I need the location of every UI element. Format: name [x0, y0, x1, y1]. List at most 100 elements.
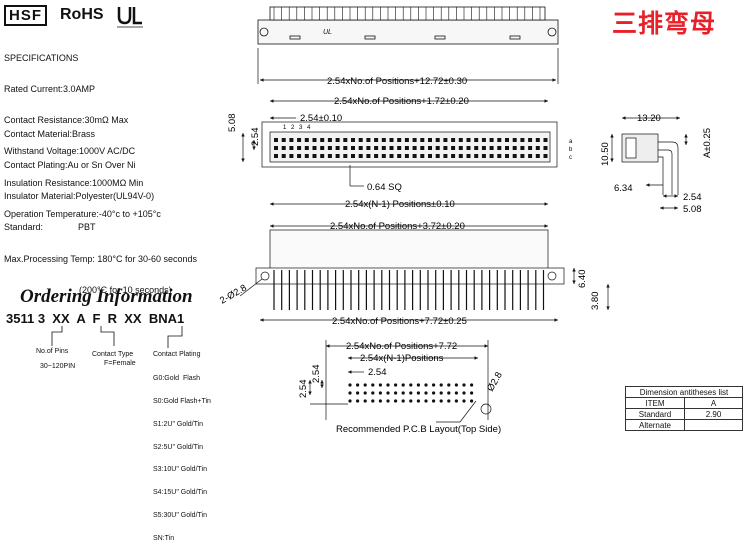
dim-bottom-height: 6.40	[577, 270, 588, 289]
pin-dot	[481, 154, 486, 158]
pcb-hole	[439, 383, 443, 387]
hsf-logo: HSF	[4, 5, 47, 26]
spec-line: (200°C for 10 seconds)	[4, 284, 172, 295]
pin-dot	[320, 138, 325, 142]
pin-number: 4	[307, 125, 311, 131]
dim-side-a: A±0.25	[702, 128, 713, 158]
plating-option: S4:15U" Gold/Tin	[153, 489, 207, 497]
pcb-hole	[409, 383, 413, 387]
pin-dot	[297, 146, 302, 150]
pin-dot	[281, 138, 286, 142]
pin-dot	[343, 146, 348, 150]
pin-dot	[412, 138, 417, 142]
spec-line: Insulation Resistance:1000MΩ Min	[4, 177, 144, 188]
pin-dot	[535, 146, 540, 150]
pin-dot	[351, 154, 355, 158]
pin-dot	[435, 154, 440, 158]
pin-dot	[458, 146, 463, 150]
pcb-hole	[386, 391, 390, 395]
pin-grid	[261, 121, 558, 168]
pin-dot	[304, 146, 309, 150]
pin-dot	[489, 146, 494, 150]
pin-dot	[543, 154, 548, 158]
table-cell: ITEM	[625, 397, 685, 409]
pin-dot	[289, 146, 294, 150]
pin-dot	[512, 138, 517, 142]
plating-option: S5:30U" Gold/Tin	[153, 511, 207, 519]
pin-dot	[274, 138, 278, 142]
pcb-hole	[378, 399, 382, 403]
pin-number: 3	[299, 125, 303, 131]
pin-dot	[435, 138, 440, 142]
pin-dot	[420, 138, 425, 142]
spec-line: Standard: PBT	[4, 222, 96, 233]
pcb-hole	[447, 391, 451, 395]
pcb-hole	[462, 383, 466, 387]
pin-dot	[335, 146, 340, 150]
pcb-hole	[386, 399, 390, 403]
pin-dot	[435, 146, 440, 150]
spec-line: Operation Temperature:-40°c to +105°c	[4, 208, 161, 219]
pcb-hole	[447, 399, 451, 403]
pin-dot	[451, 138, 456, 142]
pin-dot	[366, 138, 371, 142]
pcb-hole	[454, 383, 458, 387]
pcb-hole	[454, 399, 458, 403]
pin-dot	[389, 154, 394, 158]
svg-text:UL: UL	[323, 29, 332, 36]
pcb-dim-pitch: 2.54	[368, 367, 387, 378]
pins-label: No.of Pins	[36, 348, 69, 355]
pcb-hole	[470, 391, 474, 395]
pin-dot	[389, 146, 394, 150]
pin-dot	[281, 146, 286, 150]
pcb-hole	[454, 391, 458, 395]
pin-dot	[335, 138, 340, 142]
pin-dot	[297, 138, 302, 142]
dim-side-span: 5.08	[683, 204, 702, 215]
pin-dot	[320, 146, 325, 150]
pcb-hole	[424, 399, 428, 403]
pin-dot	[474, 138, 479, 142]
pin-dot	[351, 138, 355, 142]
pin-dot	[327, 138, 332, 142]
pcb-hole	[447, 383, 451, 387]
pcb-hole	[371, 391, 375, 395]
part-number-code: 3511 3 XX A F R XX BNA1	[6, 311, 185, 326]
table-cell: 2.90	[684, 408, 743, 420]
pcb-hole	[470, 399, 474, 403]
pin-dot	[520, 146, 525, 150]
pin-dot	[466, 154, 471, 158]
pin-dot	[304, 138, 309, 142]
dim-bottom-width: 2.54xNo.of Positions+3.72±0.20	[330, 221, 465, 232]
dim-pin-span: 2.54x(N-1) Positions±0.10	[345, 199, 455, 210]
pin-dot	[428, 138, 432, 142]
pin-dot	[358, 146, 363, 150]
pin-dot	[289, 154, 294, 158]
plating-option: G0:Gold Flash	[153, 375, 201, 383]
pcb-dim-v2: 2.54	[311, 365, 322, 384]
plating-label: Contact Plating	[153, 351, 201, 358]
technical-drawing: UL 2.54xNo.of Positions+12.72±0.30 2.54x…	[218, 6, 713, 435]
pin-dot	[420, 154, 425, 158]
pin-dot	[412, 146, 417, 150]
pin-dot	[443, 154, 448, 158]
pcb-hole	[371, 383, 375, 387]
spec-line: Contact Material:Brass	[4, 128, 96, 139]
pcb-hole	[432, 383, 436, 387]
pin-dot	[474, 146, 479, 150]
spec-block: SPECIFICATIONS Rated Current:3.0AMP Cont…	[4, 32, 161, 230]
pin-dot	[289, 138, 294, 142]
pin-dot	[528, 154, 533, 158]
plating-option: S3:10U" Gold/Tin	[153, 466, 207, 474]
pin-dot	[520, 154, 525, 158]
pin-dot	[397, 154, 402, 158]
pcb-hole	[462, 391, 466, 395]
pin-dot	[389, 138, 394, 142]
pin-dot	[351, 146, 355, 150]
bottom-pins	[273, 270, 545, 310]
pin-dot	[520, 138, 525, 142]
spec-heading: SPECIFICATIONS	[4, 52, 79, 63]
pin-dot	[505, 146, 509, 150]
pcb-hole	[462, 399, 466, 403]
